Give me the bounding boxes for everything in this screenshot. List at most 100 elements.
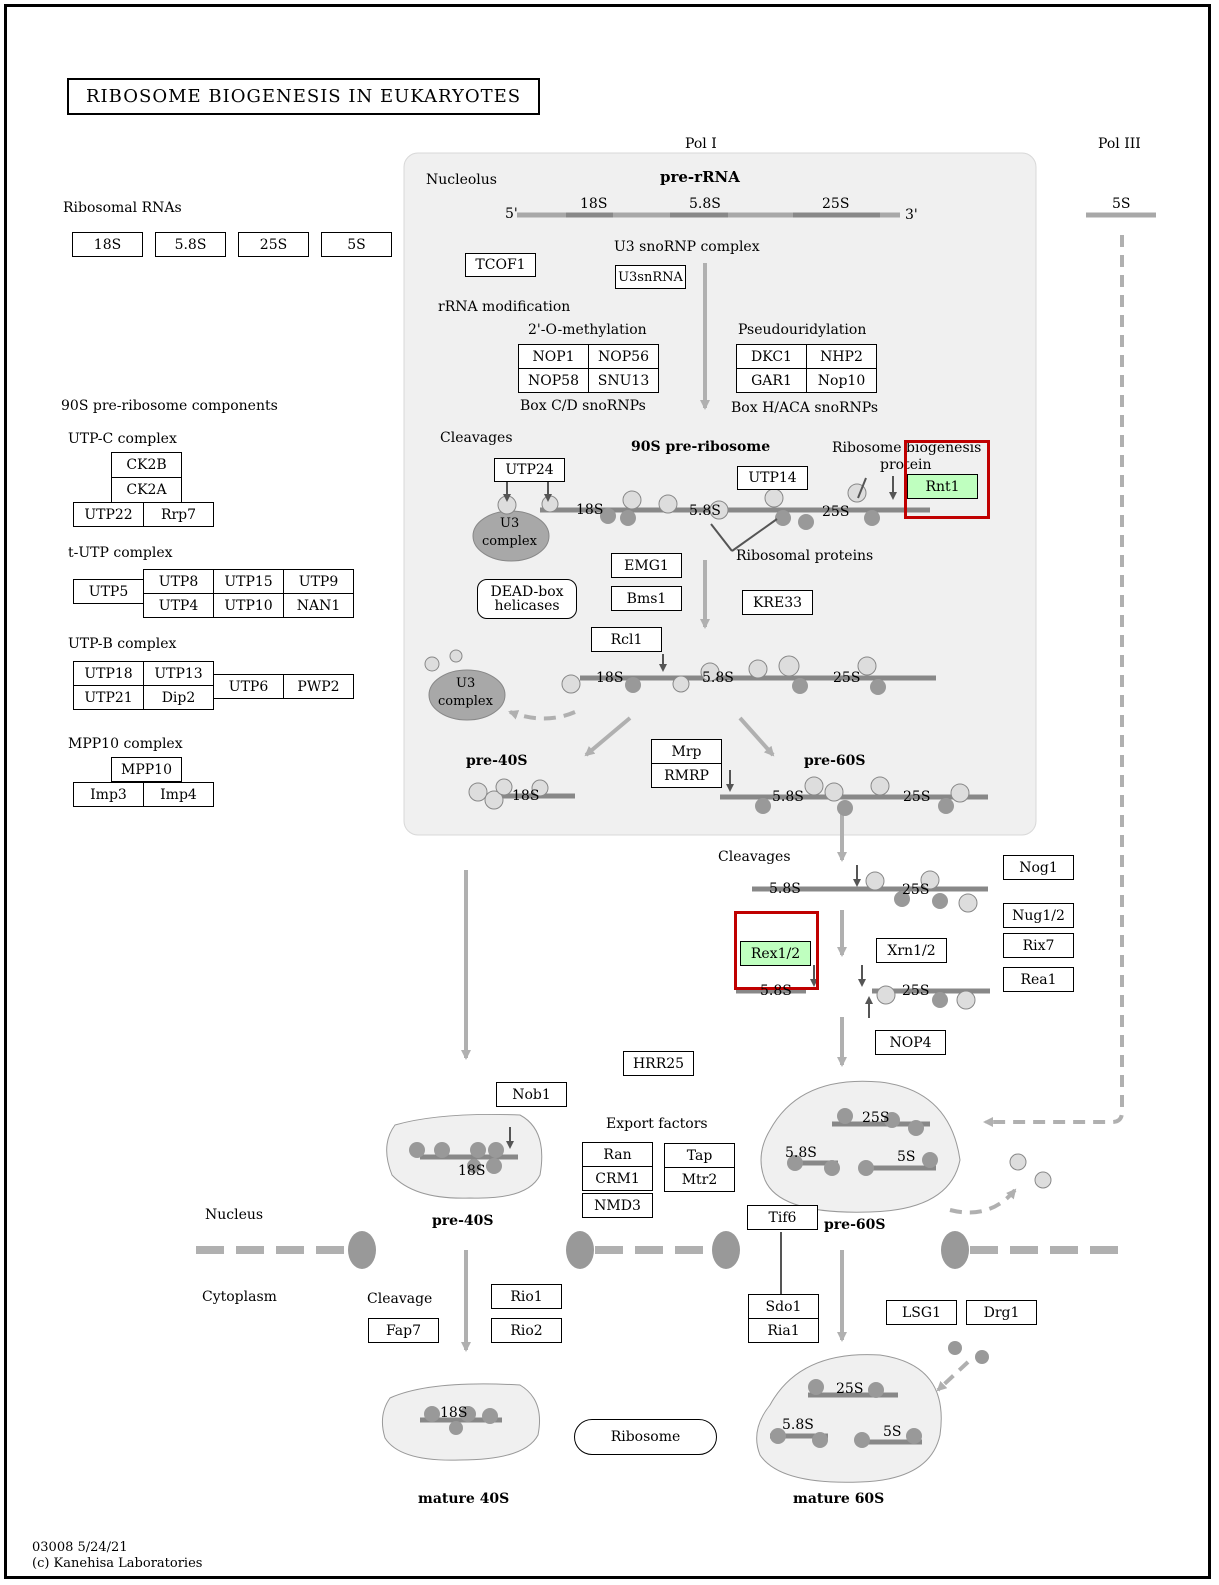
- gene-utp6[interactable]: UTP6: [213, 674, 284, 699]
- gene-nob1[interactable]: Nob1: [496, 1082, 567, 1107]
- gene-sdo1[interactable]: Sdo1: [748, 1294, 819, 1319]
- gene-imp4[interactable]: Imp4: [143, 782, 214, 807]
- mature40s-18s: 18S: [440, 1406, 467, 1420]
- u3-snornp-label: U3 snoRNP complex: [614, 240, 760, 254]
- u3-complex-label-1a: U3: [500, 517, 519, 530]
- strand2-25s: 25S: [833, 671, 860, 685]
- mature60s-58s: 5.8S: [782, 1418, 814, 1432]
- gene-pwp2[interactable]: PWP2: [283, 674, 354, 699]
- gene-rcl1[interactable]: Rcl1: [591, 627, 662, 652]
- highlight-rnt1: [904, 440, 990, 519]
- gene-utp10[interactable]: UTP10: [213, 593, 284, 618]
- gene-drg1[interactable]: Drg1: [966, 1300, 1037, 1325]
- gene-tap[interactable]: Tap: [664, 1143, 735, 1168]
- legend-5s: 5S: [321, 232, 392, 257]
- gene-dip2[interactable]: Dip2: [143, 685, 214, 710]
- legend-18s: 18S: [72, 232, 143, 257]
- gene-nan1[interactable]: NAN1: [283, 593, 354, 618]
- cleavages-label: Cleavages: [440, 431, 513, 445]
- export-factors-label: Export factors: [606, 1117, 708, 1131]
- legend-58s: 5.8S: [155, 232, 226, 257]
- map-code: 03008 5/24/21: [32, 1541, 128, 1554]
- gene-utp5[interactable]: UTP5: [73, 579, 144, 604]
- gene-nop56[interactable]: NOP56: [588, 344, 659, 369]
- pre-rrna-label: pre-rRNA: [660, 170, 740, 185]
- strand90-25s: 25S: [822, 505, 849, 519]
- gene-utp14[interactable]: UTP14: [737, 466, 808, 490]
- cytoplasm-label: Cytoplasm: [202, 1290, 277, 1304]
- gene-nog1[interactable]: Nog1: [1003, 855, 1074, 880]
- gene-tcof1[interactable]: TCOF1: [465, 253, 536, 277]
- pre-rrna-18s: 18S: [580, 197, 607, 211]
- strand4-25s: 25S: [902, 883, 929, 897]
- gene-ck2b[interactable]: CK2B: [111, 452, 182, 478]
- gene-mtr2[interactable]: Mtr2: [664, 1167, 735, 1192]
- gene-mrp[interactable]: Mrp: [651, 739, 722, 764]
- gene-utp15[interactable]: UTP15: [213, 569, 284, 594]
- gene-utp24[interactable]: UTP24: [494, 458, 565, 482]
- gene-tif6[interactable]: Tif6: [747, 1205, 818, 1230]
- gene-ck2a[interactable]: CK2A: [111, 477, 182, 503]
- gene-u3snrna[interactable]: U3snRNA: [615, 265, 686, 289]
- dead-box-helicases: DEAD-box helicases: [477, 579, 577, 619]
- gene-mpp10[interactable]: MPP10: [111, 757, 182, 782]
- gene-fap7[interactable]: Fap7: [368, 1318, 439, 1343]
- gene-crm1[interactable]: CRM1: [582, 1166, 653, 1191]
- pre60s-58s: 5.8S: [785, 1146, 817, 1160]
- ribosome-node[interactable]: Ribosome: [574, 1419, 717, 1455]
- mature40s-label: mature 40S: [418, 1492, 509, 1506]
- gene-nop58[interactable]: NOP58: [518, 368, 589, 393]
- gene-nop1[interactable]: NOP1: [518, 344, 589, 369]
- dead-box-label-b: helicases: [494, 599, 559, 613]
- gene-ria1[interactable]: Ria1: [748, 1318, 819, 1343]
- strand2-58s: 5.8S: [702, 671, 734, 685]
- pre40s-18s: 18S: [458, 1164, 485, 1178]
- gene-rea1[interactable]: Rea1: [1003, 967, 1074, 992]
- gene-ran[interactable]: Ran: [582, 1142, 653, 1167]
- components-90s-heading: 90S pre-ribosome components: [61, 399, 278, 413]
- pre40s-label-2: pre-40S: [432, 1214, 493, 1228]
- box-haca-label: Box H/ACA snoRNPs: [731, 401, 878, 415]
- gene-lsg1[interactable]: LSG1: [886, 1300, 957, 1325]
- gene-rrp7[interactable]: Rrp7: [143, 502, 214, 527]
- gene-snu13[interactable]: SNU13: [588, 368, 659, 393]
- nuclear-membrane: [196, 1231, 1122, 1269]
- utp-b-heading: UTP-B complex: [68, 637, 176, 651]
- gene-nop4[interactable]: NOP4: [875, 1030, 946, 1055]
- pre60s-label-2: pre-60S: [824, 1218, 885, 1232]
- gene-nmd3[interactable]: NMD3: [582, 1193, 653, 1218]
- gene-imp3[interactable]: Imp3: [73, 782, 144, 807]
- gene-rix7[interactable]: Rix7: [1003, 933, 1074, 958]
- strand5-58s: 5.8S: [760, 984, 792, 998]
- legend-25s: 25S: [238, 232, 309, 257]
- gene-utp4[interactable]: UTP4: [143, 593, 214, 618]
- gene-rio1[interactable]: Rio1: [491, 1284, 562, 1309]
- gene-utp8[interactable]: UTP8: [143, 569, 214, 594]
- gene-dkc1[interactable]: DKC1: [736, 344, 807, 369]
- gene-bms1[interactable]: Bms1: [611, 586, 682, 611]
- gene-nug1[interactable]: Nug1/2: [1003, 903, 1074, 928]
- pol3-label: Pol III: [1098, 137, 1141, 151]
- three-prime-label: 3': [905, 208, 918, 222]
- gene-gar1[interactable]: GAR1: [736, 368, 807, 393]
- strand3-18s: 18S: [512, 789, 539, 803]
- gene-rmrp[interactable]: RMRP: [651, 763, 722, 788]
- gene-utp21[interactable]: UTP21: [73, 685, 144, 710]
- gene-nop10[interactable]: Nop10: [806, 368, 877, 393]
- gene-utp9[interactable]: UTP9: [283, 569, 354, 594]
- pre-rrna-58s: 5.8S: [689, 197, 721, 211]
- rrna-modification-label: rRNA modification: [438, 300, 570, 314]
- gene-utp18[interactable]: UTP18: [73, 661, 144, 686]
- gene-utp22[interactable]: UTP22: [73, 502, 144, 527]
- cleavages-label-2: Cleavages: [718, 850, 791, 864]
- pol3-5s-label: 5S: [1112, 197, 1131, 211]
- gene-emg1[interactable]: EMG1: [611, 553, 682, 578]
- gene-hrr25[interactable]: HRR25: [623, 1051, 694, 1076]
- gene-rio2[interactable]: Rio2: [491, 1318, 562, 1343]
- gene-nhp2[interactable]: NHP2: [806, 344, 877, 369]
- strand90-58s: 5.8S: [689, 504, 721, 518]
- box-cd-label: Box C/D snoRNPs: [520, 399, 646, 413]
- gene-utp13[interactable]: UTP13: [143, 661, 214, 686]
- gene-xrn1[interactable]: Xrn1/2: [876, 938, 947, 963]
- gene-kre33[interactable]: KRE33: [742, 590, 813, 615]
